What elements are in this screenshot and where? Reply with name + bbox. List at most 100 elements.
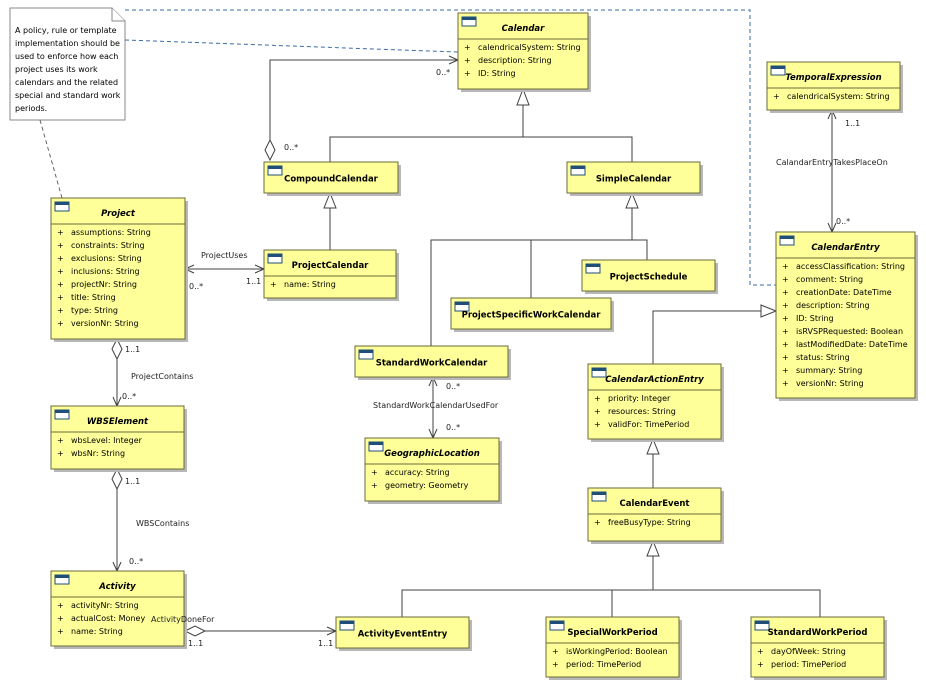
attribute-visibility: + xyxy=(371,481,378,490)
attribute-visibility: + xyxy=(757,647,764,656)
multiplicity: 1..1 xyxy=(125,477,140,486)
attribute: activityNr: String xyxy=(71,601,139,610)
class-geographic-location[interactable]: GeographicLocation+accuracy: String+geom… xyxy=(364,437,502,504)
project-contains-association xyxy=(111,337,123,408)
attribute: constraints: String xyxy=(71,241,145,250)
attribute-visibility: + xyxy=(371,468,378,477)
attribute: wbsLevel: Integer xyxy=(71,436,143,445)
multiplicity: 0..* xyxy=(122,392,136,401)
project-calendar-generalization xyxy=(323,191,337,250)
attribute: comment: String xyxy=(796,275,863,284)
class-name: SimpleCalendar xyxy=(596,175,672,185)
attribute: name: String xyxy=(284,280,336,289)
label-project-uses: ProjectUses xyxy=(201,251,247,260)
class-name: Calendar xyxy=(502,24,546,34)
label-project-contains: ProjectContains xyxy=(131,372,193,381)
class-icon xyxy=(585,263,601,274)
project-uses-association xyxy=(183,264,266,274)
attribute: actualCost: Money xyxy=(71,614,145,623)
class-icon xyxy=(591,367,607,378)
attribute-visibility: + xyxy=(57,436,64,445)
class-box xyxy=(545,616,680,678)
class-project-specific-work-calendar[interactable]: ProjectSpecificWorkCalendar xyxy=(450,297,614,332)
attribute-visibility: + xyxy=(782,288,789,297)
class-project-calendar[interactable]: ProjectCalendar+name: String xyxy=(263,249,399,301)
attribute-visibility: + xyxy=(773,92,780,101)
note-link-project xyxy=(39,119,63,199)
attribute: period: TimePeriod xyxy=(771,660,846,669)
class-simple-calendar[interactable]: SimpleCalendar xyxy=(566,161,703,196)
attribute-visibility: + xyxy=(57,293,64,302)
class-calendar-entry[interactable]: CalendarEntry + accessClassification: Stri… xyxy=(775,231,918,401)
calendar-compound-association xyxy=(264,55,460,162)
note-line: special and standard work xyxy=(15,91,121,100)
calendar-event-subclass-generalization xyxy=(401,539,821,617)
attribute-visibility: + xyxy=(57,319,64,328)
attribute: freeBusyType: String xyxy=(608,518,691,527)
attribute: versionNr: String xyxy=(796,379,864,388)
attribute-visibility: + xyxy=(782,340,789,349)
class-calendar[interactable]: Calendar+calendricalSystem: String+descr… xyxy=(457,12,591,92)
class-name: ProjectCalendar xyxy=(292,261,370,271)
class-name: Project xyxy=(101,209,136,219)
calendar-action-entry-generalization xyxy=(652,304,778,364)
attribute: summary: String xyxy=(796,366,862,375)
attribute: status: String xyxy=(796,353,850,362)
multiplicity: 0..* xyxy=(129,557,143,566)
multiplicity: 0..* xyxy=(446,382,460,391)
class-standard-work-period[interactable]: StandardWorkPeriod+dayOfWeek: String+per… xyxy=(750,616,887,680)
note[interactable]: A policy, rule or template implementatio… xyxy=(9,7,126,121)
class-box xyxy=(354,345,509,378)
class-name: CompoundCalendar xyxy=(284,175,379,185)
attribute: ID: String xyxy=(796,314,834,323)
note-line: project uses its work xyxy=(15,65,98,74)
class-icon xyxy=(549,620,565,631)
class-activity-event-entry[interactable]: ActivityEventEntry xyxy=(335,616,472,651)
class-icon xyxy=(770,65,786,76)
attribute: dayOfWeek: String xyxy=(771,647,846,656)
class-box xyxy=(50,405,185,470)
class-box xyxy=(750,616,885,678)
class-compound-calendar[interactable]: CompoundCalendar xyxy=(263,161,401,196)
attribute: calendricalSystem: String xyxy=(787,92,890,101)
class-icon xyxy=(591,491,607,502)
attribute: lastModifiedDate: DateTime xyxy=(796,340,908,349)
class-box xyxy=(335,616,470,649)
class-calendar-event[interactable]: CalendarEvent+freeBusyType: String xyxy=(587,487,724,544)
calendar-entry-takes-place-on-association xyxy=(827,108,837,234)
class-name: CalendarEntry xyxy=(811,243,880,253)
attribute-visibility: + xyxy=(57,306,64,315)
class-box xyxy=(587,363,722,440)
class-project-schedule[interactable]: ProjectSchedule xyxy=(581,259,718,294)
multiplicity: 1..1 xyxy=(125,345,140,354)
class-wbs-element[interactable]: WBSElement+wbsLevel: Integer+wbsNr: Stri… xyxy=(50,405,187,472)
class-special-work-period[interactable]: SpecialWorkPeriod+isWorkingPeriod: Boole… xyxy=(545,616,682,680)
label-wbs-contains: WBSContains xyxy=(136,519,189,528)
attribute-visibility: + xyxy=(594,420,601,429)
attribute: assumptions: String xyxy=(71,228,151,237)
attribute-visibility: + xyxy=(57,254,64,263)
class-standard-work-calendar[interactable]: StandardWorkCalendar xyxy=(354,345,511,380)
attribute: accessClassification: String xyxy=(796,262,905,271)
attribute: projectNr: String xyxy=(71,280,137,289)
class-activity[interactable]: Activity+activityNr: String+actualCost: … xyxy=(50,570,187,649)
class-temporal-expression[interactable]: TemporalExpression+calendricalSystem: St… xyxy=(766,61,903,113)
class-name: StandardWorkPeriod xyxy=(768,628,868,638)
attribute-visibility: + xyxy=(464,56,471,65)
multiplicity: 0..* xyxy=(284,143,298,152)
class-box xyxy=(50,570,185,647)
attribute: period: TimePeriod xyxy=(566,660,641,669)
class-box xyxy=(457,12,589,90)
attribute-visibility: + xyxy=(594,518,601,527)
attribute: description: String xyxy=(796,301,870,310)
note-link-calendar-entry xyxy=(125,9,776,286)
class-calendar-action-entry[interactable]: CalendarActionEntry+priority: Integer+re… xyxy=(587,363,724,442)
class-icon xyxy=(267,165,283,176)
classes-layer: Calendar + calendricalSystem: String + descr… xyxy=(50,12,918,680)
attribute: name: String xyxy=(71,627,123,636)
class-name: WBSElement xyxy=(87,417,149,427)
class-box xyxy=(581,259,716,292)
wbs-contains-association xyxy=(111,467,123,573)
class-box xyxy=(263,161,399,194)
class-project[interactable]: Project + assumptions: String + constraints:… xyxy=(50,197,188,342)
